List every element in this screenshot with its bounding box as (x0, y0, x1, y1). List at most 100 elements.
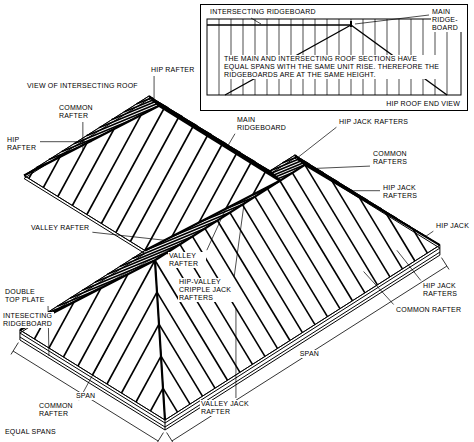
part-label: COMMON RAFTERS (372, 150, 418, 166)
rafter-core (121, 324, 158, 393)
rafter (359, 197, 403, 269)
top-plate (20, 255, 440, 430)
inset-box: INTERSECTING RIDGEBOARD MAIN RIDGE- BOARD… (200, 4, 468, 111)
plate-corner (165, 420, 166, 430)
rafter (305, 165, 378, 285)
framing-member (155, 260, 165, 420)
part-label: VALLEY RAFTER (168, 252, 206, 268)
rafter-core (157, 292, 215, 388)
extension-line (156, 433, 163, 442)
extension-line (442, 258, 450, 270)
fascia (20, 99, 440, 423)
leader-line (397, 250, 421, 280)
inset-label: INTERSECTING RIDGEBOARD (209, 8, 317, 16)
rafter-core (116, 118, 178, 233)
leader-line (425, 231, 433, 236)
fascia (20, 96, 440, 420)
leader-line (40, 141, 92, 142)
figure-caption: EQUAL SPANS (4, 428, 57, 436)
top-plate (20, 252, 440, 427)
dimension-line (167, 258, 449, 442)
rafter (161, 356, 190, 404)
part-label: HIP RAFTER (150, 66, 196, 74)
leader-line (351, 190, 380, 191)
stud (219, 19, 220, 95)
part-label: VALLEY JACK RAFTER (200, 400, 252, 416)
leader-line (79, 337, 113, 400)
leader-line (227, 134, 235, 148)
rafter-core (107, 292, 157, 384)
framing-member (145, 181, 280, 251)
roof-face-outline (155, 165, 440, 420)
rafter (107, 292, 157, 384)
rafter-core (136, 356, 161, 402)
figure-title: VIEW OF INTERSECTING ROOF (26, 82, 139, 90)
rafter (130, 127, 192, 242)
framing-member (155, 165, 305, 260)
part-label: SPAN (299, 350, 320, 358)
rafter (159, 324, 203, 396)
extension-line (167, 433, 175, 442)
end-view-frame (207, 19, 461, 95)
leader-line (355, 15, 429, 24)
leader-line (298, 127, 337, 157)
part-label: HIP JACK RAFTERS (338, 118, 409, 126)
part-label: INTESECTING RIDGEBOARD (2, 312, 54, 328)
part-label: HIP RAFTER (6, 136, 38, 152)
rafter-core (267, 189, 340, 309)
part-label: VALLEY RAFTER (30, 224, 90, 232)
rafter (121, 324, 158, 393)
rafter (230, 213, 303, 333)
inset-label: HIP ROOF END VIEW (385, 100, 461, 108)
rafter-core (159, 324, 203, 396)
part-label: HIP JACK (435, 222, 470, 230)
rafter (255, 197, 328, 317)
part-label: SPAN (75, 392, 96, 400)
hips-valleys-ridges (20, 96, 440, 420)
roof-face (155, 165, 440, 420)
plate-corner (439, 245, 440, 255)
rafter (280, 181, 353, 301)
note-text: THE MAIN AND INTERSECTING ROOF SECTIONS … (223, 55, 443, 79)
leader-line (251, 18, 261, 24)
rafter-core (230, 213, 303, 333)
leader-line (154, 76, 155, 102)
rafter-core (305, 165, 378, 285)
part-label: HIP JACK RAFTERS (422, 282, 464, 298)
part-label: COMMON RAFTER (58, 104, 96, 120)
rafter-core (130, 127, 192, 242)
rafter-core (161, 356, 190, 404)
rafter (267, 189, 340, 309)
inset-label: MAIN RIDGE- BOARD (431, 8, 463, 32)
leader-line (235, 308, 236, 398)
rafter-core (150, 388, 162, 411)
rafter-core (255, 197, 328, 317)
dimension-line (172, 266, 447, 441)
rafter (101, 109, 163, 224)
rafter (157, 292, 215, 388)
rafter (242, 205, 315, 325)
leader-line (364, 272, 394, 305)
rafter (136, 356, 161, 402)
part-label: DOUBLE TOP PLATE (4, 288, 48, 304)
part-label: COMMON RAFTER (395, 306, 462, 314)
leader-line (316, 166, 370, 168)
leader-line (234, 200, 244, 276)
rafter-core (167, 252, 240, 372)
leader-line (92, 232, 164, 240)
leader-line (82, 122, 83, 151)
leader-line (207, 209, 226, 251)
leader-line (56, 242, 184, 311)
rafter-core (101, 109, 163, 224)
rafter-core (242, 205, 315, 325)
part-label: HIP-VALLEY CRIPPLE JACK RAFTERS (178, 278, 234, 302)
intersecting-ridgeboard (207, 24, 351, 26)
extension-line (11, 343, 18, 355)
rafter (167, 252, 240, 372)
plate-corner (19, 330, 20, 340)
part-label: MAIN RIDGEBOARD (236, 116, 278, 132)
rafter (116, 118, 178, 233)
rafter (150, 388, 162, 411)
part-label: COMMON RAFTER (38, 402, 78, 418)
